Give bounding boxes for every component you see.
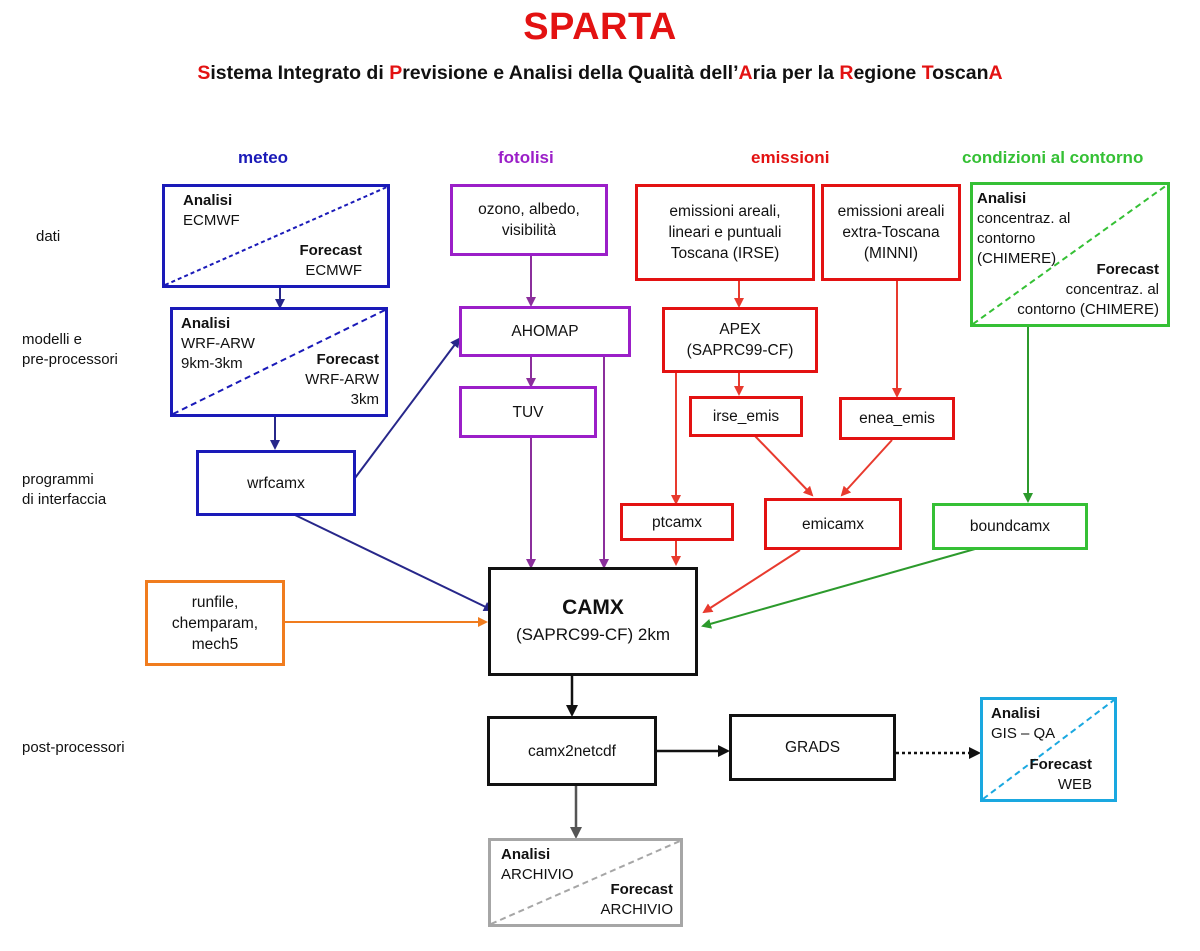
subtitle-part: S xyxy=(197,62,211,84)
column-header-meteo: meteo xyxy=(238,148,289,167)
row-label-post: post-processori xyxy=(22,739,125,756)
arrow-wrfcamx-to-ahomap xyxy=(354,337,461,479)
diagram-title: SPARTA xyxy=(523,6,677,48)
row-label-dati: dati xyxy=(36,228,61,245)
arrow-irse-emis-to-emicamx xyxy=(754,435,814,497)
subtitle-part: P xyxy=(389,62,403,84)
box-ozono-albedo: ozono, albedo,visibilità xyxy=(450,184,608,256)
arrow-enea-to-emicamx xyxy=(840,439,893,497)
split-diagonal xyxy=(165,187,387,285)
subtitle-part: egione xyxy=(853,62,922,84)
split-diagonal xyxy=(983,700,1114,799)
box-boundcamx: boundcamx xyxy=(932,503,1088,550)
subtitle-part: oscan xyxy=(932,62,989,84)
subtitle-part: ria per la xyxy=(752,62,840,84)
subtitle-part: A xyxy=(988,62,1003,84)
box-emicamx: emicamx xyxy=(764,498,902,550)
camx-title: CAMX xyxy=(562,596,624,619)
box-runfile: runfile,chemparam,mech5 xyxy=(145,580,285,666)
subtitle-part: T xyxy=(921,62,933,84)
subtitle-part: A xyxy=(738,62,753,84)
box-apex: APEX(SAPRC99-CF) xyxy=(662,307,818,373)
box-wrfcamx: wrfcamx xyxy=(196,450,356,516)
box-camx: CAMX (SAPRC99-CF) 2km xyxy=(488,567,698,676)
diagram-subtitle: Sistema Integrato di Previsione e Analis… xyxy=(0,62,1200,85)
subtitle-part: revisione e Analisi della Qualità dell’ xyxy=(402,62,739,84)
column-header-contorno: condizioni al contorno xyxy=(962,148,1144,167)
box-ahomap: AHOMAP xyxy=(459,306,631,357)
box-irse-emis: irse_emis xyxy=(689,396,803,437)
column-header-fotolisi: fotolisi xyxy=(498,148,554,167)
arrow-wrfcamx-to-camx xyxy=(294,514,494,612)
column-header-emissioni: emissioni xyxy=(751,148,830,167)
box-enea-emis: enea_emis xyxy=(839,397,955,440)
split-diagonal xyxy=(491,841,680,924)
subtitle-part: istema Integrato di xyxy=(210,62,390,84)
box-camx2netcdf: camx2netcdf xyxy=(487,716,657,786)
box-ptcamx: ptcamx xyxy=(620,503,734,541)
box-tuv: TUV xyxy=(459,386,597,438)
subtitle-part: R xyxy=(839,62,854,84)
arrow-boundcamx-to-camx xyxy=(701,548,976,629)
camx-subtitle: (SAPRC99-CF) 2km xyxy=(516,625,670,644)
box-grads: GRADS xyxy=(729,714,896,781)
arrow-emicamx-to-camx xyxy=(702,549,801,614)
